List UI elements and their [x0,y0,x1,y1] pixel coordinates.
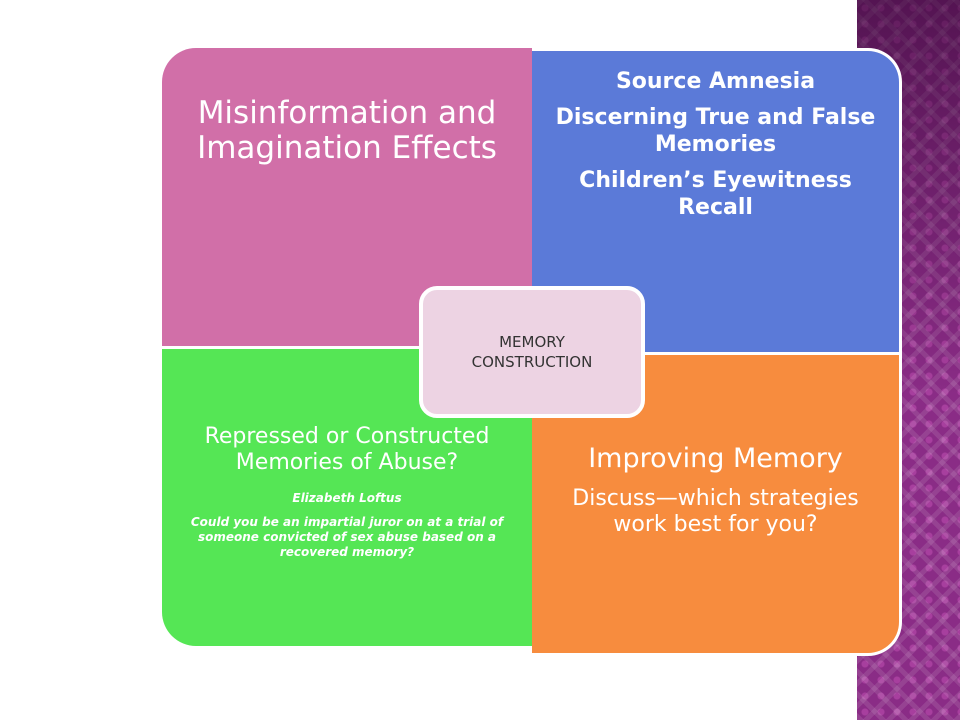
quadrant-improving-memory: Improving Memory Discuss—which strategie… [532,352,902,656]
quadrant-subtitle: Discuss—which strategies work best for y… [572,486,859,538]
researcher-name: Elizabeth Loftus [292,490,402,505]
quadrant-item: Discerning True and False Memories [555,105,876,157]
quadrant-repressed-memories: Repressed or Constructed Memories of Abu… [162,346,532,646]
center-label-line: MEMORY [499,332,565,351]
quadrant-source-amnesia: Source Amnesia Discerning True and False… [532,48,902,352]
center-label-line: CONSTRUCTION [471,353,593,371]
quadrant-item: Source Amnesia [615,69,816,94]
quadrant-title: Improving Memory [588,443,843,474]
center-label-box: MEMORY CONSTRUCTION [419,286,645,418]
discussion-question: Could you be an impartial juror on at a … [190,514,504,559]
quadrant-title: Repressed or Constructed Memories of Abu… [204,424,490,476]
quadrant-item: Children’s Eyewitness Recall [579,168,852,220]
quadrant-title: Misinformation and Imagination Effects [197,95,497,166]
